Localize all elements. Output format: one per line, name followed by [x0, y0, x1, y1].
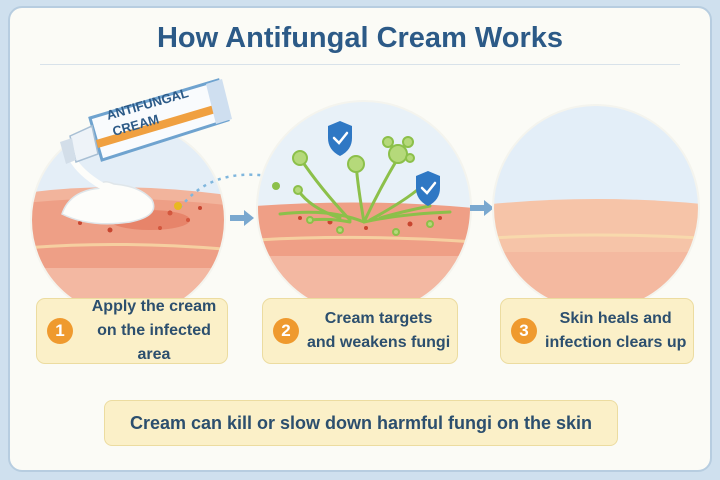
- step-description: Cream targets and weakens fungi: [307, 307, 450, 355]
- arrow-right-icon: [470, 200, 494, 216]
- step-card-3: 3 Skin heals and infection clears up: [500, 298, 694, 364]
- panel-apply-cream: ANTIFUNGAL CREAM: [30, 78, 269, 318]
- step-number-badge: 3: [511, 318, 537, 344]
- step-line: and weakens fungi: [307, 334, 451, 351]
- shield-check-icon: [416, 171, 440, 206]
- summary-banner: Cream can kill or slow down harmful fung…: [104, 400, 618, 446]
- title-divider: [40, 64, 680, 65]
- step-description: Apply the cream on the infected area: [81, 295, 227, 367]
- arrow-right-icon: [230, 210, 254, 226]
- step-number-badge: 2: [273, 318, 299, 344]
- step-card-2: 2 Cream targets and weakens fungi: [262, 298, 458, 364]
- step-line: infection clears up: [545, 334, 687, 351]
- infographic-frame: How Antifungal Cream Works: [8, 6, 712, 472]
- step-number-badge: 1: [47, 318, 73, 344]
- step-description: Skin heals and infection clears up: [545, 307, 686, 355]
- shield-check-icon: [328, 121, 352, 156]
- step-line: on the infected area: [97, 322, 211, 363]
- panel-fungi-targeted: [256, 100, 472, 316]
- cream-tube-icon: ANTIFUNGAL CREAM: [60, 78, 232, 164]
- step-card-1: 1 Apply the cream on the infected area: [36, 298, 228, 364]
- page-title: How Antifungal Cream Works: [156, 22, 564, 54]
- step-line: Apply the cream: [91, 298, 217, 315]
- step-line: Skin heals and: [559, 310, 672, 327]
- step-line: Cream targets: [324, 310, 433, 327]
- panel-skin-healed: [492, 104, 700, 312]
